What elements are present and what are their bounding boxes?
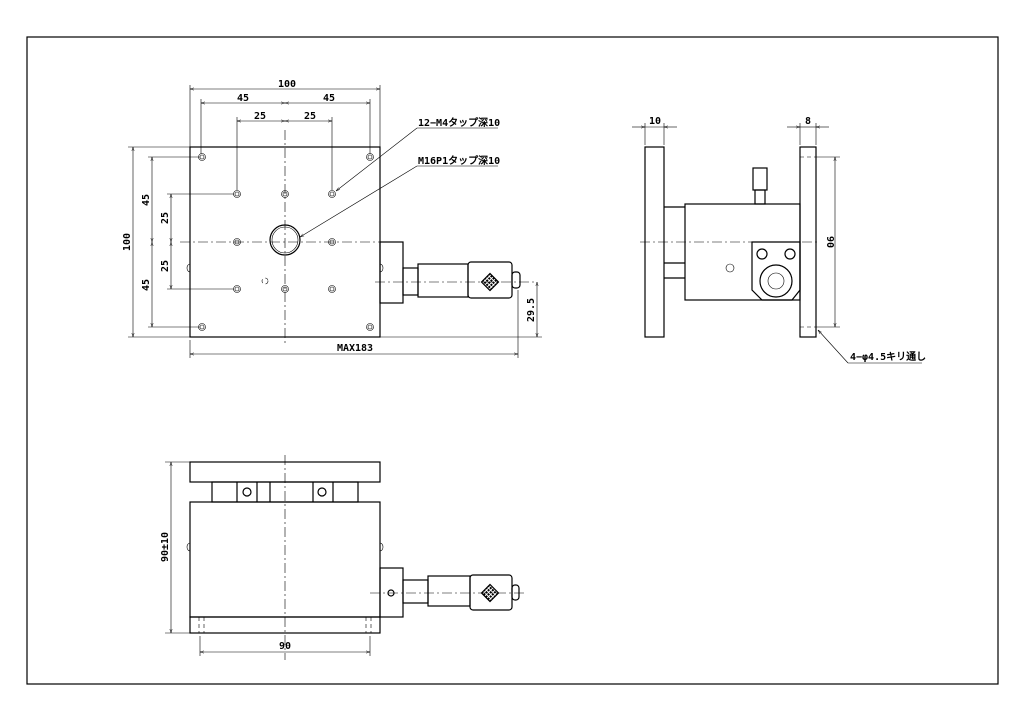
note-m16-tap: M16P1タップ深10: [418, 154, 500, 167]
dim-bottom-hole-pitch: 90: [279, 641, 291, 652]
top-view: 100 45 45 25 25 100 45 45 25 25 MAX183 2…: [122, 79, 542, 358]
dim-outer-left: 45: [237, 93, 249, 104]
drawing-frame: [26, 36, 999, 685]
m16-center-hole: [269, 224, 301, 256]
dim-v-inner-top: 25: [160, 212, 171, 224]
note-m4-taps: 12−M4タップ深10: [418, 116, 500, 129]
note-through-holes: 4−φ4.5キリ通し: [850, 351, 926, 363]
dim-inner-right: 25: [304, 111, 316, 122]
dim-v-inner-bottom: 25: [160, 260, 171, 272]
dim-micrometer-offset: 29.5: [526, 298, 537, 322]
micrometer: [379, 241, 521, 304]
side-view: 10 8 90 4−φ4.5キリ通し: [632, 116, 926, 364]
dim-height-travel: 90±10: [160, 532, 171, 562]
dim-right-plate: 8: [805, 116, 811, 127]
dim-max-length: MAX183: [337, 343, 373, 354]
dim-hole-pitch: 90: [824, 236, 835, 248]
dim-v-outer-bottom: 45: [141, 279, 152, 291]
dim-v-outer-top: 45: [141, 194, 152, 206]
dim-height: 100: [122, 233, 133, 251]
front-view: 90±10 90: [160, 455, 525, 660]
dim-inner-left: 25: [254, 111, 266, 122]
dim-width: 100: [278, 79, 296, 90]
dim-outer-right: 45: [323, 93, 335, 104]
dim-left-plate: 10: [649, 116, 661, 127]
